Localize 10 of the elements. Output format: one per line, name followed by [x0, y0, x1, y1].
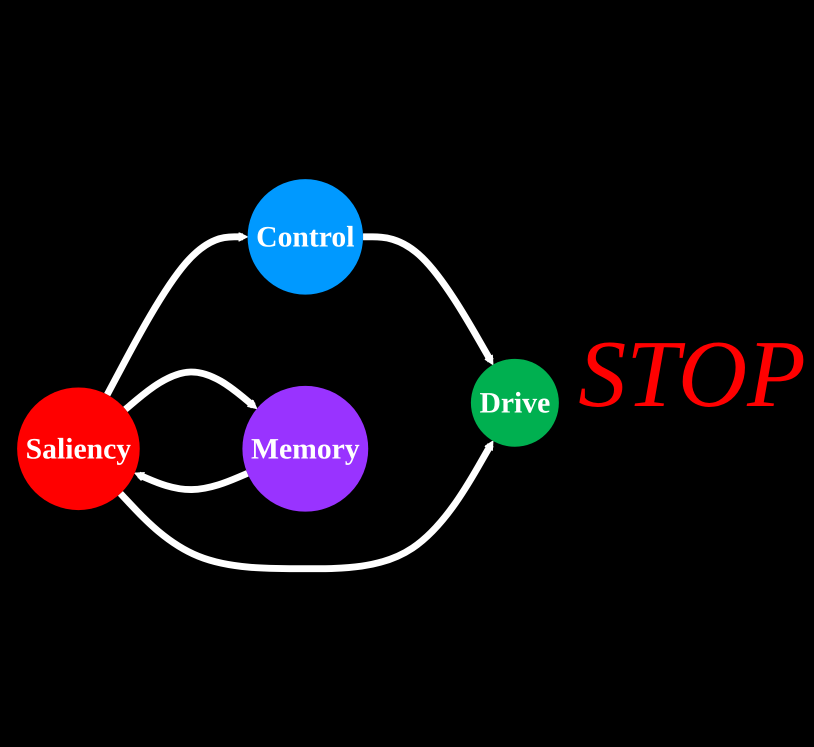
node-circle: Memory [242, 385, 368, 512]
arrow [118, 440, 494, 572]
arrow [363, 233, 494, 365]
stop-text: STOP [578, 319, 806, 429]
arrow [104, 231, 248, 396]
arrow [134, 470, 249, 493]
arrow [123, 368, 258, 412]
node-circle: Control [248, 178, 364, 294]
node-circle: Saliency [17, 387, 140, 510]
node-circle: Drive [471, 358, 560, 446]
